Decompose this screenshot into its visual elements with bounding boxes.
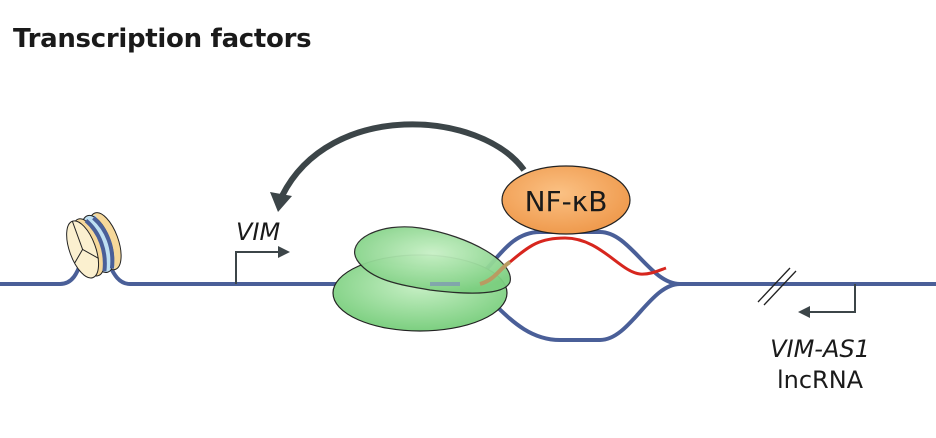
curved-arrow-icon	[270, 121, 527, 212]
figure-title: Transcription factors	[13, 24, 312, 54]
gene-label-vim: VIM	[236, 218, 280, 246]
nfkb-label: NF-κB	[525, 185, 608, 218]
rna-polymerase	[332, 226, 512, 332]
antisense-start-arrow-icon	[798, 284, 856, 318]
antisense-gene-label: VIM-AS1	[770, 335, 870, 363]
transcription-start-arrow-icon	[235, 246, 290, 284]
nfkb-protein	[501, 165, 631, 235]
rna-transcript	[509, 236, 667, 276]
nucleosome-icon	[66, 212, 122, 279]
sequence-break-icon	[757, 267, 797, 306]
antisense-type-label: lncRNA	[777, 366, 864, 394]
